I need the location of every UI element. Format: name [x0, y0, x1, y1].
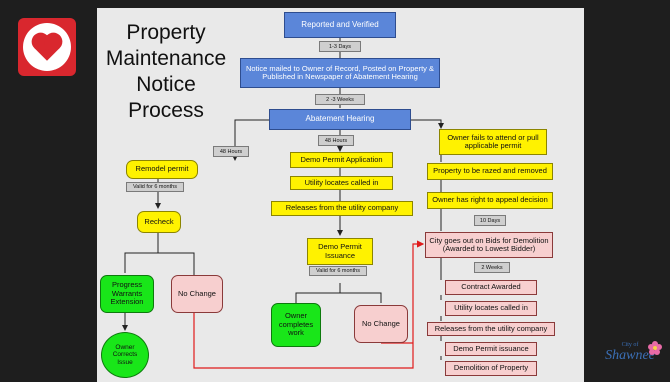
node-remodel-permit: Remodel permit [126, 160, 198, 179]
logo-city-of: City of [621, 342, 639, 348]
label-48-hours-mid: 48 Hours [318, 135, 354, 146]
node-notice-mailed: Notice mailed to Owner of Record, Posted… [240, 58, 440, 88]
city-logo: City of Shawnee [600, 342, 660, 374]
connector-recheck-nochange [158, 252, 195, 275]
node-recheck: Recheck [137, 211, 181, 233]
heart-logo-tile [18, 18, 76, 76]
node-releases-utility-mid: Releases from the utility company [271, 201, 413, 216]
node-property-razed: Property to be razed and removed [427, 163, 553, 180]
node-contract-awarded: Contract Awarded [445, 280, 537, 295]
node-no-change-mid: No Change [354, 305, 408, 343]
flower-icon [648, 341, 662, 355]
label-10-days: 10 Days [474, 215, 506, 226]
node-appeal-decision: Owner has right to appeal decision [427, 192, 553, 209]
label-valid-6-months-left: Valid for 6 months [126, 182, 184, 192]
flowchart-slide: Property Maintenance Notice Process [97, 8, 584, 382]
slide-title: Property Maintenance Notice Process [101, 20, 231, 124]
label-1-3-days: 1-3 Days [319, 41, 361, 52]
node-demolition-of-property: Demolition of Property [445, 361, 537, 376]
heart-logo-circle [23, 23, 71, 71]
title-line-1: Property [126, 21, 206, 44]
connector-hearing-owner-fails [411, 119, 444, 129]
node-releases-utility-right: Releases from the utility company [427, 322, 555, 336]
node-owner-fails: Owner fails to attend or pull applicable… [439, 129, 547, 155]
connector-recheck-progress [124, 233, 159, 273]
node-utility-locates-mid: Utility locates called in [290, 176, 393, 190]
node-reported-verified: Reported and Verified [284, 12, 396, 38]
connector-issuance-nochange [340, 292, 382, 303]
node-demo-permit-application: Demo Permit Application [290, 152, 393, 168]
node-bids-demolition: City goes out on Bids for Demolition (Aw… [425, 232, 553, 258]
node-owner-completes-work: Owner completes work [271, 303, 321, 347]
node-owner-corrects-issue: Owner Corrects Issue [101, 332, 149, 378]
node-demo-permit-issuance: Demo Permit Issuance [307, 238, 373, 265]
red-connector-nochange-left-to-bids [193, 240, 425, 369]
connector-lines [122, 38, 444, 369]
title-line-4: Process [128, 99, 204, 122]
node-utility-locates-right: Utility locates called in [445, 301, 537, 316]
node-progress-warrants-extension: Progress Warrants Extension [100, 275, 154, 313]
title-line-2: Maintenance [105, 47, 227, 70]
node-abatement-hearing: Abatement Hearing [269, 109, 411, 130]
node-no-change-left: No Change [171, 275, 223, 313]
node-demo-permit-issuance-right: Demo Permit issuance [445, 342, 537, 356]
label-valid-6-months-mid: Valid for 6 months [309, 266, 367, 276]
label-2-3-weeks: 2 -3 Weeks [315, 94, 365, 105]
connector-issuance-owner-completes [295, 283, 341, 303]
logo-name: Shawnee [605, 348, 655, 363]
heart-icon [34, 35, 60, 61]
title-line-3: Notice [136, 73, 196, 96]
label-48-hours-left: 48 Hours [213, 146, 249, 157]
label-2-weeks: 2 Weeks [474, 262, 510, 273]
